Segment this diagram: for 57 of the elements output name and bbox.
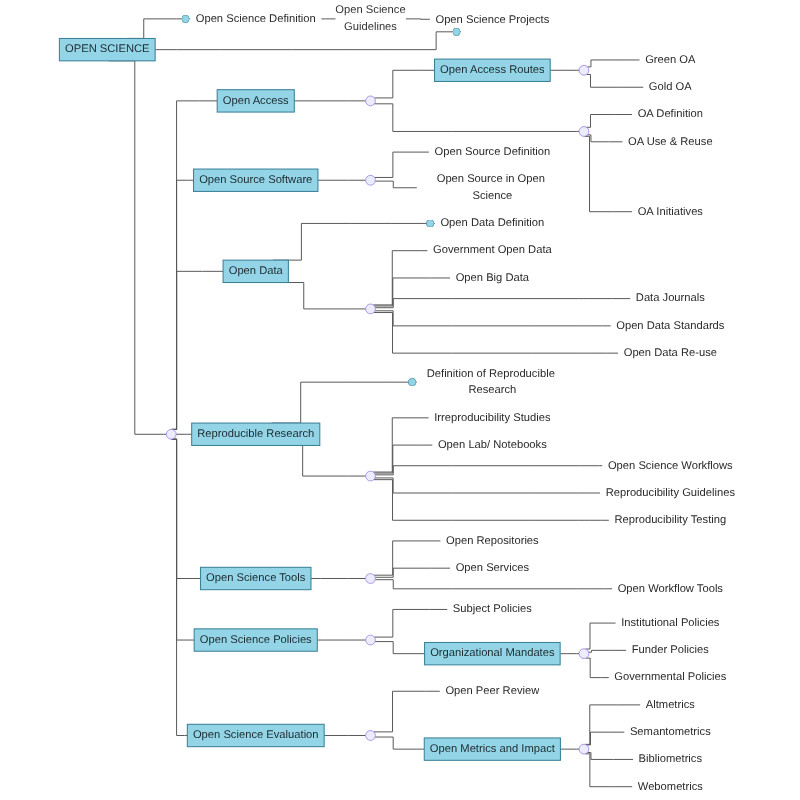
connector [373, 69, 435, 99]
connector [559, 748, 580, 750]
connector [316, 639, 367, 641]
connector [170, 438, 188, 736]
connector [175, 433, 193, 435]
connector [372, 417, 430, 473]
connector [374, 310, 612, 327]
connector [374, 579, 613, 590]
connector [586, 134, 623, 143]
connector [373, 690, 441, 733]
node-circle [365, 573, 376, 584]
connector [586, 752, 634, 760]
connector [584, 753, 633, 788]
node-circle [365, 95, 376, 107]
connector [586, 114, 633, 128]
connector [317, 179, 367, 181]
connector [372, 250, 428, 306]
connector [585, 657, 610, 679]
connector [373, 103, 580, 132]
node-circle [578, 743, 590, 755]
connector [374, 567, 451, 578]
connector [374, 180, 418, 189]
connector [584, 704, 641, 745]
node-circle [578, 126, 590, 137]
connector [373, 479, 610, 521]
node-circle [365, 175, 376, 186]
node-circle [578, 65, 590, 76]
node-circle [578, 648, 590, 659]
node-circle [365, 470, 376, 482]
connector [373, 444, 433, 474]
connector [373, 540, 441, 576]
connector [559, 653, 580, 655]
connector [374, 298, 631, 309]
connector [171, 270, 224, 430]
connector [323, 735, 367, 736]
connector [310, 578, 367, 579]
connector [373, 608, 448, 638]
connector [171, 438, 201, 579]
connector [374, 641, 426, 655]
connector [584, 135, 633, 213]
connector [374, 477, 601, 494]
node-circle [365, 730, 376, 741]
connector [374, 736, 425, 750]
connector [585, 622, 617, 650]
node-circle [166, 429, 177, 440]
node-circle [365, 303, 376, 315]
connector [373, 277, 451, 307]
connector [374, 151, 430, 178]
connector [373, 312, 619, 354]
connector [586, 59, 641, 68]
connector [586, 73, 644, 88]
connector [588, 649, 627, 653]
connector [549, 69, 580, 71]
node-circle [365, 634, 376, 646]
connector [374, 465, 603, 476]
connector [586, 731, 625, 746]
connector [293, 100, 367, 102]
